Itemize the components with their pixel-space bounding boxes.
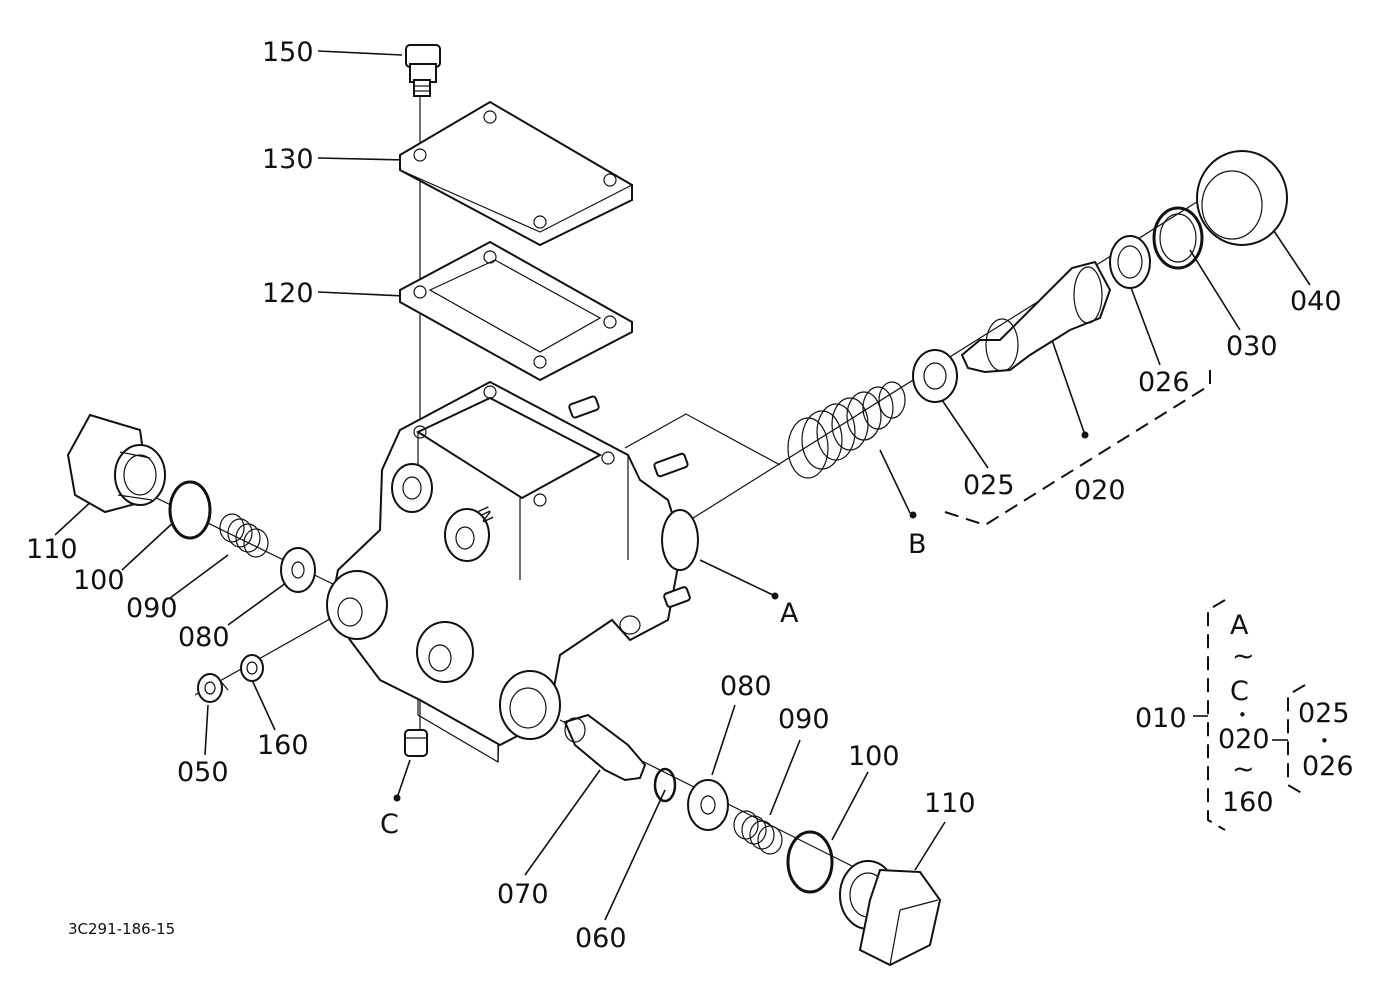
key-sub-b: 026 [1302,751,1354,782]
key-tilde-1: ~ [1232,641,1255,672]
callout-120: 120 [262,278,314,309]
callout-110-left: 110 [26,534,78,565]
part-120-gasket-icon [399,240,633,382]
callout-100-left: 100 [73,565,125,596]
callout-100-right: 100 [848,741,900,772]
callout-080-left: 080 [178,622,230,653]
part-080-left-washer-icon [280,547,316,593]
callout-080-right: 080 [720,671,772,702]
key-range-end: 160 [1222,787,1274,818]
part-050-fitting-icon [197,673,229,703]
part-b-spring-icon [787,381,906,479]
key-range-mid: C [1230,676,1249,707]
part-130-cover-icon [399,100,633,247]
assembly-key: 010 A ~ C • 020 ~ 160 025 • 026 [1135,610,1354,818]
ref-c: C [380,809,399,840]
key-dot-2: • [1320,732,1329,750]
key-main-010: 010 [1135,703,1187,734]
callout-160: 160 [257,730,309,761]
key-sub-a: 025 [1298,698,1350,729]
callout-060: 060 [575,923,627,954]
callout-070: 070 [497,879,549,910]
callout-050: 050 [177,757,229,788]
callout-020: 020 [1074,475,1126,506]
callout-025: 025 [963,470,1015,501]
callout-026: 026 [1138,367,1190,398]
assembly-key-brackets [1193,599,1306,831]
part-090-left-spring-icon [219,513,269,558]
part-100-right-oring-icon [786,830,834,894]
drawing-id: 3C291-186-15 [68,920,175,938]
part-040-cap-icon [1196,150,1288,246]
part-100-left-oring-icon [168,480,212,540]
svg-text:IN: IN [474,504,497,526]
part-080-right-washer-icon [687,779,729,831]
part-026-seal-icon [1109,235,1151,289]
sub-assembly-bracket [944,365,1211,527]
callout-labels: 150 130 120 110 100 090 080 050 160 025 … [26,37,1342,954]
callout-150: 150 [262,37,314,68]
part-150-plug-icon [405,44,441,97]
part-c-plug-icon [404,729,428,757]
part-025-seal-icon [912,349,958,403]
callout-090-left: 090 [126,593,178,624]
part-030-snap-ring-icon [1152,206,1204,270]
main-housing-icon: IN [326,380,699,747]
part-020-shaft-icon [960,260,1112,374]
key-dot-1: • [1238,706,1247,724]
part-090-right-spring-icon [733,810,783,855]
part-160-fitting-icon [240,654,264,682]
callout-040: 040 [1290,286,1342,317]
part-110-left-plug-icon [66,413,166,514]
part-070-valve-icon [563,713,647,782]
part-110-right-plug-icon [839,860,942,967]
callout-110-right: 110 [924,788,976,819]
key-sub-020: 020 [1218,724,1270,755]
ref-b: B [908,529,927,560]
ref-a: A [780,598,799,629]
callout-030: 030 [1226,331,1278,362]
part-060-oring-icon [653,767,677,803]
key-tilde-2: ~ [1232,754,1255,785]
callout-130: 130 [262,144,314,175]
callout-090-right: 090 [778,704,830,735]
key-range-start: A [1230,610,1249,641]
reference-dots [393,431,1089,802]
